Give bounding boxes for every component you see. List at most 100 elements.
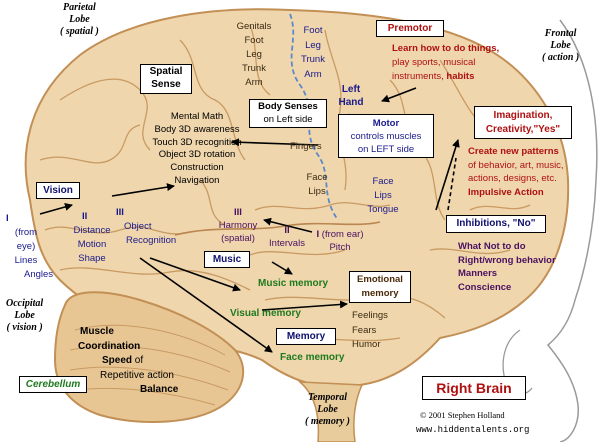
sensory-body-item: Leg (246, 49, 262, 60)
audio-III-line2: (spatial) (221, 233, 255, 244)
imagination-title2: Creativity,"Yes" (485, 124, 561, 135)
cerebellum-item-2: Coordination (78, 340, 141, 352)
inhibition-item: Right/wrong behavior (458, 254, 556, 266)
copyright-text: © 2001 Stephen Holland (420, 410, 505, 420)
motor-body-item: Leg (305, 39, 321, 51)
face-lips-sensory: Face Lips (300, 171, 334, 199)
arrow-pitch-to-intervals (263, 217, 313, 233)
audio-I-line1: I (from ear) (316, 229, 364, 240)
vision-II-line2: Motion (77, 239, 107, 250)
arrow-vision-to-navigation (111, 183, 175, 197)
inhibition-item: Conscience (458, 281, 512, 293)
emotion-item: Fears (352, 324, 377, 336)
head-outline (546, 19, 598, 442)
body-senses-box: Body Senses on Left side (249, 99, 327, 128)
inhibitions-box: Inhibitions, "No" (446, 215, 546, 233)
arrow-vision-I-to-II (39, 203, 73, 215)
arrow-premotor-to-motor (381, 87, 417, 103)
motor-line3: on LEFT side (357, 144, 415, 155)
arrow-body-senses-to-touch (231, 138, 319, 147)
motor-title: Motor (372, 118, 400, 129)
audio-II-numeral: II (284, 225, 290, 236)
create-patterns-line: actions, designs, etc. (468, 173, 557, 184)
cerebellum-item-3: Speed of (102, 355, 144, 366)
face-lips-motor: Face Lips Tongue (362, 175, 404, 217)
premotor-title: Premotor (387, 23, 433, 34)
arrow-music-to-music-memory (271, 261, 293, 275)
spatial-item: Body 3D awareness (154, 123, 240, 135)
vision-III-line2: Recognition (126, 235, 177, 246)
face-memory-label: Face memory (280, 352, 345, 363)
cerebellum-item-1: Muscle (80, 326, 114, 337)
vision-I-line3: Angles (24, 269, 54, 280)
imagination-box: Imagination, Creativity,"Yes" (474, 106, 572, 139)
vision-II: II Distance Motion Shape (70, 210, 114, 266)
impulsive-action: Impulsive Action (468, 186, 544, 198)
face-lips-motor-item: Tongue (367, 204, 399, 215)
brainstem (297, 381, 364, 442)
cerebellum (53, 291, 245, 423)
vision-II-line1: Distance (73, 225, 111, 236)
arrow-impulsive-to-imagination (435, 139, 460, 211)
body-senses-subtitle: on Left side (263, 114, 313, 125)
face-lips-motor-item: Face (372, 176, 394, 187)
spatial-item: Mental Math (170, 111, 224, 122)
vision-I-line2: Lines (14, 255, 38, 266)
create-patterns: Create new patterns of behavior, art, mu… (468, 145, 564, 199)
premotor-desc: Learn how to do things, play sports, mus… (392, 42, 499, 84)
face-lips-sensory-item: Face (306, 172, 328, 183)
face-lips-motor-item: Lips (374, 190, 392, 201)
emotional-memory-line2: memory (361, 288, 399, 299)
emotion-item: Humor (352, 339, 381, 350)
vision-box: Vision (36, 182, 80, 199)
premotor-line1: Learn how to do things, (392, 43, 500, 54)
vision-I-numeral: I (6, 213, 9, 224)
cerebellum-box: Cerebellum (19, 376, 87, 393)
motor-box: Motor controls muscles on LEFT side (338, 114, 434, 158)
music-title: Music (212, 254, 242, 265)
emotional-memory-line1: Emotional (357, 274, 403, 285)
sensory-body-list: Genitals Foot Leg Trunk Arm (232, 20, 276, 90)
audio-I-line2: Pitch (329, 242, 351, 253)
premotor-box: Premotor (376, 20, 444, 37)
sensory-body-item: Trunk (242, 63, 266, 74)
face-lips-sensory-item: Lips (308, 186, 326, 197)
inhibition-items: What Not to do Right/wrong behavior Mann… (458, 240, 556, 294)
spatial-item: Touch 3D recognition (152, 136, 242, 148)
vision-I-line1: (from eye) (14, 227, 38, 252)
sensory-body-item: Genitals (236, 21, 272, 32)
vision-III: III Object Recognition (116, 206, 176, 248)
cerebellum-items: Muscle Coordination Speed of Repetitive … (78, 325, 190, 398)
motor-body-item: Foot (303, 25, 323, 36)
vision-I: I (from eye) Lines Angles (6, 212, 54, 282)
audio-III-line1: Harmony (218, 220, 258, 231)
inhibition-item: What Not to do (458, 241, 526, 252)
sensory-body-item: Foot (244, 35, 264, 46)
emotional-memory-box: Emotional memory (349, 271, 411, 303)
sensory-body-item: Arm (245, 77, 263, 88)
cerebellum-item-4: Repetitive action (100, 369, 174, 381)
vision-II-line3: Shape (78, 253, 106, 264)
audio-III: III Harmony (spatial) (212, 206, 264, 245)
imagination-title: Imagination, (493, 110, 553, 121)
inhibition-item: Manners (458, 268, 498, 280)
memory-box: Memory (276, 328, 336, 345)
website-text[interactable]: www.hiddentalents.org (416, 425, 530, 435)
emotions-list: Feelings Fears Humor (352, 309, 388, 353)
inhibitions-title: Inhibitions, "No" (456, 218, 536, 229)
arrow-object-to-visual-memory (149, 257, 241, 292)
arrow-inhibitions-dashed (447, 157, 457, 211)
motor-body-list: Foot Leg Trunk Arm (298, 24, 328, 82)
memory-title: Memory (286, 331, 326, 342)
spatial-items-list: Mental Math Body 3D awareness Touch 3D r… (130, 111, 264, 188)
audio-II: II Intervals (264, 224, 310, 250)
vision-III-numeral: III (116, 207, 124, 218)
fingers-label: Fingers (290, 141, 322, 152)
spatial-sense-line1: Spatial (149, 66, 183, 77)
